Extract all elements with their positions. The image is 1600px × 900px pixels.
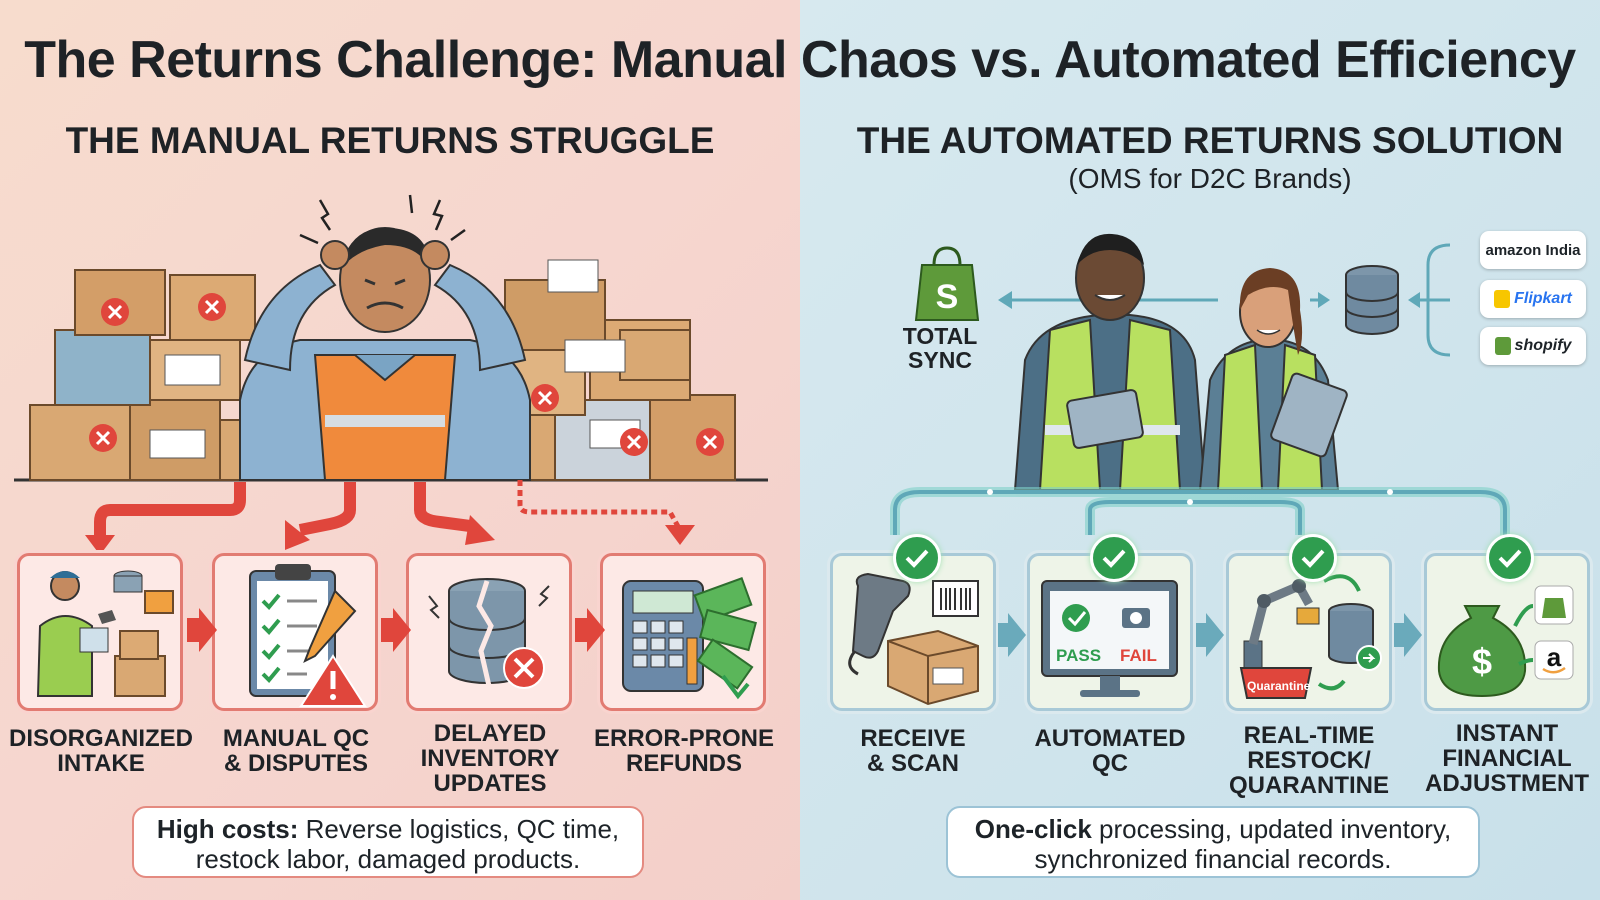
step-label-restock: REAL-TIME RESTOCK/ QUARANTINE xyxy=(1229,722,1389,799)
step-label-manual-qc: MANUAL QC & DISPUTES xyxy=(222,725,370,777)
step-card-financial: $ a xyxy=(1424,553,1590,711)
step-label-inventory: DELAYED INVENTORY UPDATES xyxy=(420,720,560,797)
step-label-financial: INSTANT FINANCIAL ADJUSTMENT xyxy=(1424,720,1589,797)
sync-illustration: S xyxy=(914,233,1451,490)
manual-summary: High costs: Reverse logistics, QC time, … xyxy=(132,806,644,878)
money-bag-icon: $ a xyxy=(1437,585,1574,698)
step-card-inventory xyxy=(406,553,572,711)
manual-step-arrows xyxy=(187,608,605,652)
svg-text:$: $ xyxy=(1472,641,1492,682)
automated-summary-bold: One-click xyxy=(974,814,1092,844)
svg-text:a: a xyxy=(1547,642,1562,672)
shopify-bag-icon xyxy=(1494,337,1511,355)
pass-text: PASS xyxy=(1056,646,1102,665)
step-label-automated-qc: AUTOMATED QC xyxy=(1034,725,1186,777)
step-label-intake: DISORGANIZED INTAKE xyxy=(8,725,193,777)
manual-heading: THE MANUAL RETURNS STRUGGLE xyxy=(65,120,715,161)
main-title: The Returns Challenge: Manual Chaos vs. … xyxy=(24,31,1576,89)
quarantine-text: Quarantine xyxy=(1247,679,1311,693)
step-label-refunds: ERROR-PRONE REFUNDS xyxy=(593,725,774,777)
check-icon-receive xyxy=(893,534,941,582)
shopify-logo: shopify xyxy=(1480,327,1586,365)
worker-scanner-icon xyxy=(36,570,174,697)
manual-summary-text: Reverse logistics, QC time, restock labo… xyxy=(195,814,620,874)
flipkart-bag-icon xyxy=(1494,290,1511,308)
total-sync-label: TOTAL SYNC xyxy=(902,323,978,373)
check-icon-financial xyxy=(1486,534,1534,582)
manual-summary-bold: High costs: xyxy=(156,814,299,844)
automated-summary: One-click processing, updated inventory,… xyxy=(946,806,1480,878)
shopify-text: shopify xyxy=(1514,337,1572,354)
manual-flow-arrows xyxy=(85,480,695,555)
flipkart-logo: Flipkart xyxy=(1480,280,1586,318)
robot-arm-icon xyxy=(1239,574,1382,699)
step-card-intake xyxy=(17,553,183,711)
step-label-receive: RECEIVE & SCAN xyxy=(860,725,966,777)
svg-text:S: S xyxy=(936,278,959,316)
check-icon-restock xyxy=(1289,534,1337,582)
fail-text: FAIL xyxy=(1120,646,1157,665)
automated-summary-text: processing, updated inventory, synchroni… xyxy=(1034,814,1452,874)
check-icon-qc xyxy=(1090,534,1138,582)
barcode-scanner-icon xyxy=(848,572,979,706)
clipboard-warning-icon xyxy=(249,564,367,707)
automated-subheading: (OMS for D2C Brands) xyxy=(1068,163,1352,194)
amazon-india-logo: amazon India xyxy=(1480,231,1586,269)
amazon-india-text: amazon India xyxy=(1485,241,1581,259)
broken-database-icon xyxy=(428,578,550,689)
monitor-pass-fail-icon xyxy=(1041,580,1178,697)
calculator-cash-icon xyxy=(622,577,757,700)
flipkart-text: Flipkart xyxy=(1514,290,1572,307)
automated-heading: THE AUTOMATED RETURNS SOLUTION xyxy=(856,120,1564,161)
automated-flow-branches xyxy=(890,487,1510,535)
step-card-manual-qc xyxy=(212,553,378,711)
chaos-illustration xyxy=(14,194,768,482)
automated-step-arrows xyxy=(998,613,1422,657)
